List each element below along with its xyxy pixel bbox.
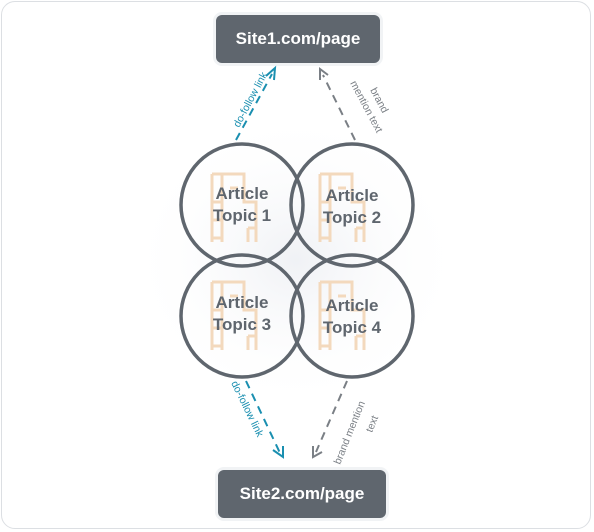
article-1-line1: Article	[216, 184, 269, 203]
site-top-label: Site1.com/page	[235, 29, 361, 48]
brand-mention-arrow-bottom	[312, 380, 348, 459]
background-glow	[126, 110, 466, 410]
article-circle-1	[179, 142, 305, 268]
brand-mention-label-bottom-line1: brand mention	[332, 399, 368, 466]
do-follow-arrow-bottom	[245, 380, 284, 459]
site-bottom-label: Site2.com/page	[239, 484, 365, 503]
site-bottom-box: Site2.com/page	[218, 470, 386, 518]
article-circle-3	[179, 253, 305, 379]
brand-mention-arrow-top	[319, 67, 356, 141]
article-2-line2: Topic 2	[323, 208, 381, 227]
do-follow-arrow-top	[235, 65, 277, 141]
article-1-line2: Topic 1	[213, 206, 271, 225]
article-4-line1: Article	[326, 296, 379, 315]
article-2-line1: Article	[326, 186, 379, 205]
article-circle-4	[289, 253, 415, 379]
article-circle-2	[289, 142, 415, 268]
article-4-line2: Topic 4	[323, 318, 382, 337]
article-3-line1: Article	[216, 293, 269, 312]
brand-mention-label-bottom-line2: text	[364, 414, 381, 434]
article-3-line2: Topic 3	[213, 315, 271, 334]
site-top-box: Site1.com/page	[216, 15, 380, 63]
